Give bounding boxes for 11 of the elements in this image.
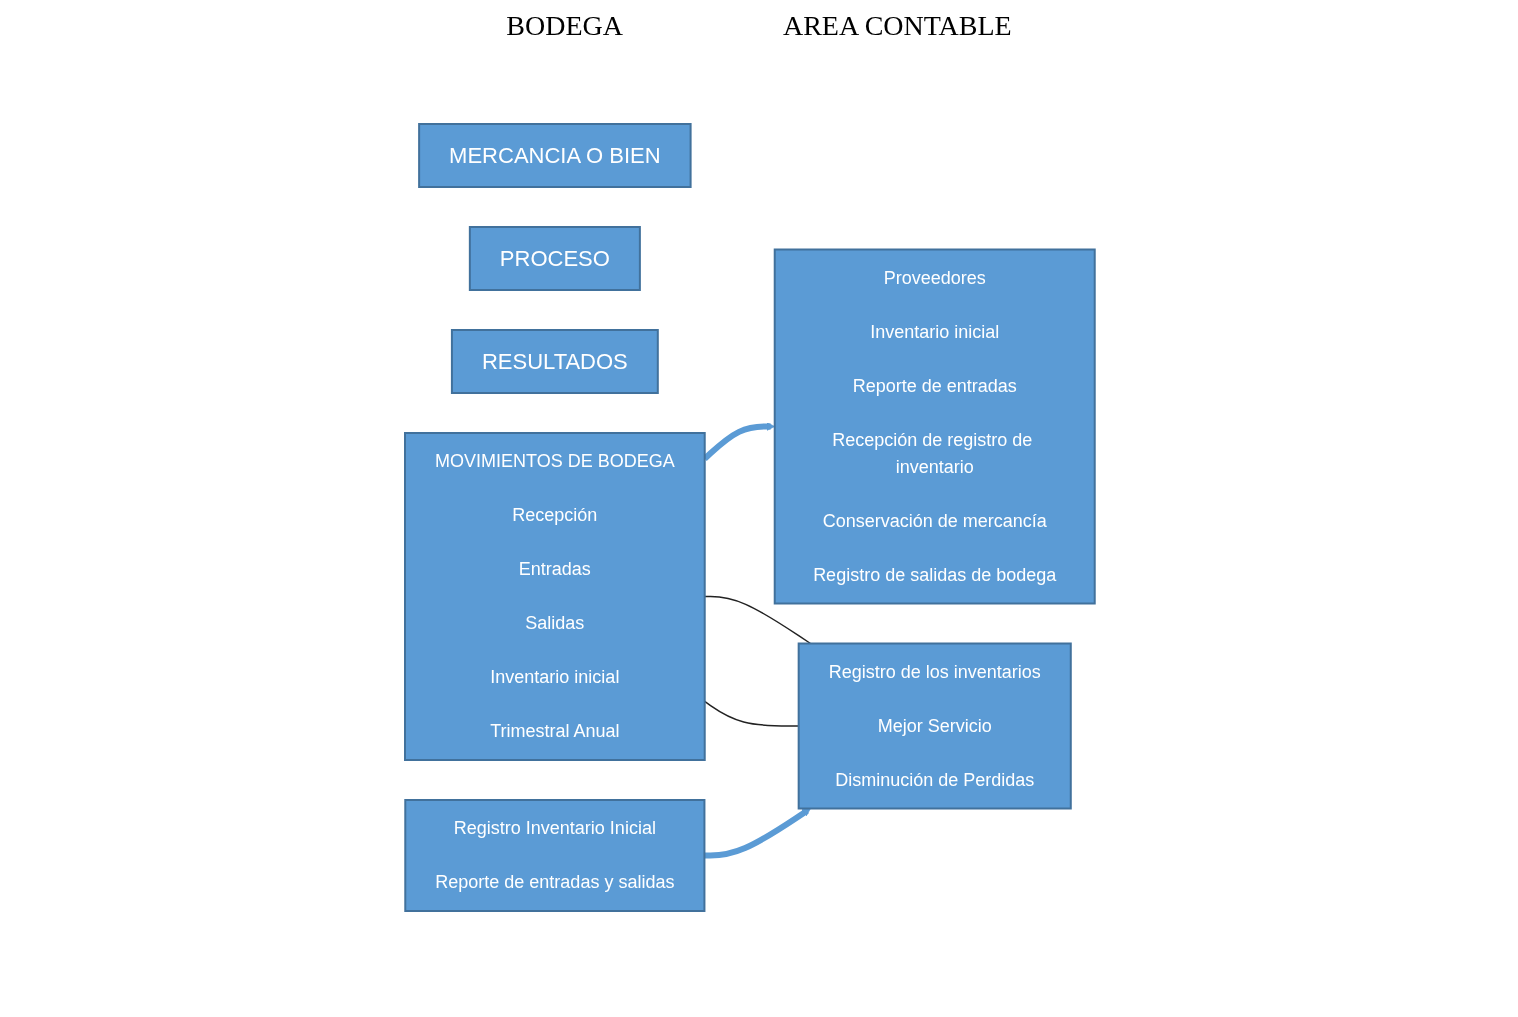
node-box: MOVIMIENTOS DE BODEGA Recepción Entradas Salidas Inventario inicial Trimestral Anual xyxy=(404,431,706,761)
node-box: RESULTADOS xyxy=(451,328,659,394)
area-heading: AREA CONTABLE xyxy=(782,10,1012,42)
node-box: PROCESO xyxy=(469,225,641,291)
node-box: Registro Inventario Inicial Reporte de entradas y salidas xyxy=(404,798,706,912)
node-box: Registro de los inventarios Mejor Servicio Disminución de Perdidas xyxy=(797,642,1072,809)
arrow xyxy=(704,807,812,858)
node-box: MERCANCIA O BIEN xyxy=(418,122,692,188)
node-box: Proveedores Inventario inicial Reporte de entradas Recepción de registro de inventario Conservación de mercancía Registro de salidas de bodega xyxy=(773,248,1096,604)
connector xyxy=(704,595,812,644)
area-heading: BODEGA xyxy=(506,10,623,42)
